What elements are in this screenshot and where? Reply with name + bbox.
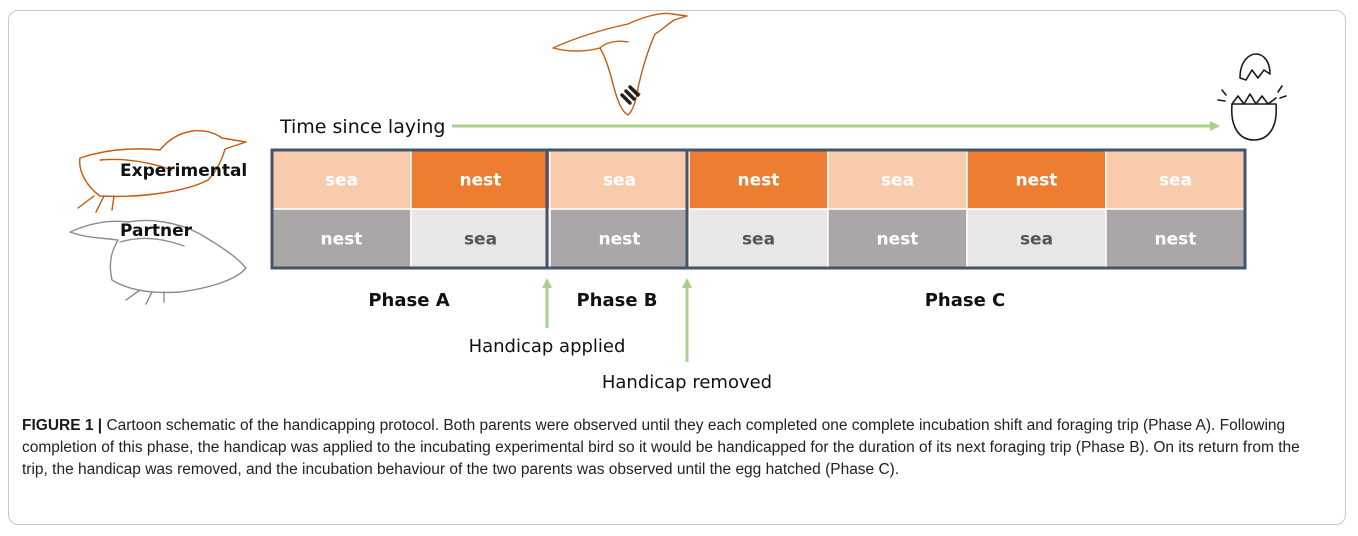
incubation-grid: sea nest sea nest sea nest sea nest sea nest sea ne… (271, 149, 1246, 269)
partner-cell-label-2: sea (464, 230, 497, 250)
partner-cell-2 (410, 208, 551, 269)
partner-cell-3 (549, 208, 690, 269)
protocol-diagram: Time since laying Experimental Partner s… (69, 12, 1287, 393)
partner-cell-4 (688, 208, 829, 269)
phase-label-b: Phase B (576, 290, 657, 311)
partner-cell-label-6: sea (1020, 230, 1053, 250)
partner-cell-7 (1105, 208, 1246, 269)
handicap-removed-label: Handicap removed (602, 372, 772, 393)
figure-caption: FIGURE 1 | Cartoon schematic of the hand… (22, 415, 1322, 481)
experimental-cell-label-5: sea (881, 171, 914, 191)
experimental-cell-6 (966, 149, 1107, 210)
row-label-experimental: Experimental (120, 161, 247, 181)
partner-cell-label-3: nest (599, 230, 641, 250)
experimental-cell-label-4: nest (738, 171, 780, 191)
row-label-partner: Partner (120, 221, 193, 241)
partner-cell-label-1: nest (321, 230, 363, 250)
caption-text: Cartoon schematic of the handicapping pr… (22, 417, 1300, 478)
experimental-cell-7 (1105, 149, 1246, 210)
experimental-cell-label-1: sea (325, 171, 358, 191)
experimental-cell-5 (827, 149, 968, 210)
experimental-cell-label-7: sea (1159, 171, 1192, 191)
timeline-label: Time since laying (279, 116, 445, 138)
hatching-egg-icon (1217, 53, 1287, 141)
caption-label: FIGURE 1 | (22, 417, 103, 434)
experimental-cell-2 (410, 149, 551, 210)
grid-border (270, 148, 1247, 270)
handicap-applied-label: Handicap applied (469, 336, 626, 357)
phase-label-a: Phase A (368, 290, 449, 311)
experimental-cell-label-2: nest (460, 171, 502, 191)
phase-label-c: Phase C (925, 290, 1006, 311)
partner-cell-label-5: nest (877, 230, 919, 250)
experimental-cell-label-6: nest (1016, 171, 1058, 191)
partner-cell-label-7: nest (1155, 230, 1197, 250)
experimental-bird-icon (77, 130, 247, 213)
flying-bird-icon (552, 12, 688, 116)
partner-bird-icon (69, 219, 247, 305)
experimental-cell-label-3: sea (603, 171, 636, 191)
handicap-stripes-icon (620, 85, 640, 105)
partner-cell-label-4: sea (742, 230, 775, 250)
